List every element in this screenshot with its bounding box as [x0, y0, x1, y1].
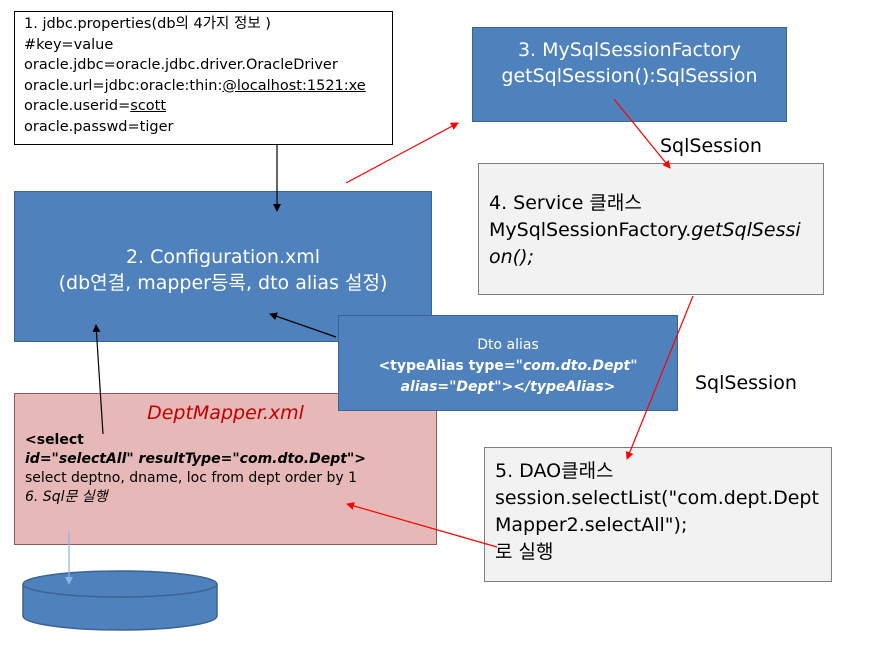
config-line-1: 2. Configuration.xml [125, 246, 321, 268]
jdbc-properties-box: 1. jdbc.properties(db의 4가지 정보 ) #key=val… [14, 11, 393, 145]
properties-line-5: oracle.userid=scott [24, 96, 392, 117]
mapper-execute-note: 6. Sql문 실행 [25, 489, 108, 505]
dto-alias-box: Dto alias <typeAlias type="com.dto.Dept"… [338, 315, 678, 411]
sqlsession-label-top: SqlSession [660, 135, 762, 157]
factory-line-1: 3. MySqlSessionFactory [517, 39, 742, 61]
arrow-mapper-to-config [92, 324, 104, 435]
alias-type-value: "com.dto.Dept" [515, 358, 638, 374]
service-factory-text: MySqlSessionFactory. [489, 219, 692, 241]
alias-line-3: alias="Dept"></typeAlias> [339, 377, 677, 398]
dao-line-3: 로 실행 [495, 541, 554, 563]
sqlsession-factory-box: 3. MySqlSessionFactory getSqlSession():S… [472, 27, 787, 122]
arrow-dao-to-mapper [346, 502, 498, 548]
properties-url-prefix: oracle.url=jdbc:oracle:thin: [24, 77, 223, 94]
dept-mapper-box: DeptMapper.xml <select id="selectAll" re… [14, 393, 437, 545]
sqlsession-label-mid: SqlSession [695, 372, 797, 394]
dao-line-2: session.selectList("com.dept.DeptMapper2… [495, 487, 819, 536]
arrow-config-to-factory [345, 122, 459, 184]
arrow-factory-to-service [613, 98, 671, 169]
service-line-2: MySqlSessionFactory.getSqlSessi [489, 217, 815, 244]
service-line-3: on(); [489, 244, 815, 271]
mapper-line-1: <select [25, 431, 436, 450]
dao-class-box: 5. DAO클래스 session.selectList("com.dept.D… [484, 447, 832, 582]
properties-line-3: oracle.jdbc=oracle.jdbc.driver.OracleDri… [24, 57, 338, 73]
alias-line-2: <typeAlias type="com.dto.Dept" [339, 356, 677, 377]
mapper-line-2: id="selectAll" resultType="com.dto.Dept"… [25, 450, 436, 469]
alias-name-text: alias="Dept"></typeAlias> [400, 379, 616, 395]
service-method-tail: on(); [489, 246, 534, 268]
dao-line-1: 5. DAO클래스 [495, 460, 614, 482]
mapper-title: DeptMapper.xml [147, 402, 304, 424]
properties-line-2: #key=value [24, 36, 114, 53]
service-line-1: 4. Service 클래스 [489, 192, 642, 214]
properties-line-1: 1. jdbc.properties(db의 4가지 정보 ) [24, 16, 271, 32]
properties-userid-value: scott [130, 98, 167, 114]
mapper-line-3: select deptno, dname, loc from dept orde… [25, 470, 358, 486]
alias-line-1: Dto alias [477, 337, 539, 353]
alias-tag-text: <typeAlias type= [378, 358, 516, 374]
arrow-alias-to-config [269, 312, 337, 338]
service-class-box: 4. Service 클래스 MySqlSessionFactory.getSq… [478, 163, 824, 295]
properties-line-6: oracle.passwd=tiger [24, 118, 174, 135]
service-method-text: getSqlSessi [691, 219, 801, 241]
mapper-select-attrs: id="selectAll" resultType="com.dto.Dept"… [25, 451, 366, 467]
config-line-2: (db연결, mapper등록, dto alias 설정) [58, 272, 388, 294]
properties-url-host: @localhost:1521:xe [222, 77, 366, 94]
properties-userid-prefix: oracle.userid= [24, 98, 131, 114]
mapper-select-tag: <select [25, 432, 84, 448]
mapper-line-4: 6. Sql문 실행 [25, 488, 436, 507]
properties-line-4: oracle.url=jdbc:oracle:thin:@localhost:1… [24, 76, 392, 97]
arrow-service-to-dao [625, 295, 694, 460]
database-cylinder-icon [22, 570, 218, 631]
factory-line-2: getSqlSession():SqlSession [501, 65, 758, 87]
